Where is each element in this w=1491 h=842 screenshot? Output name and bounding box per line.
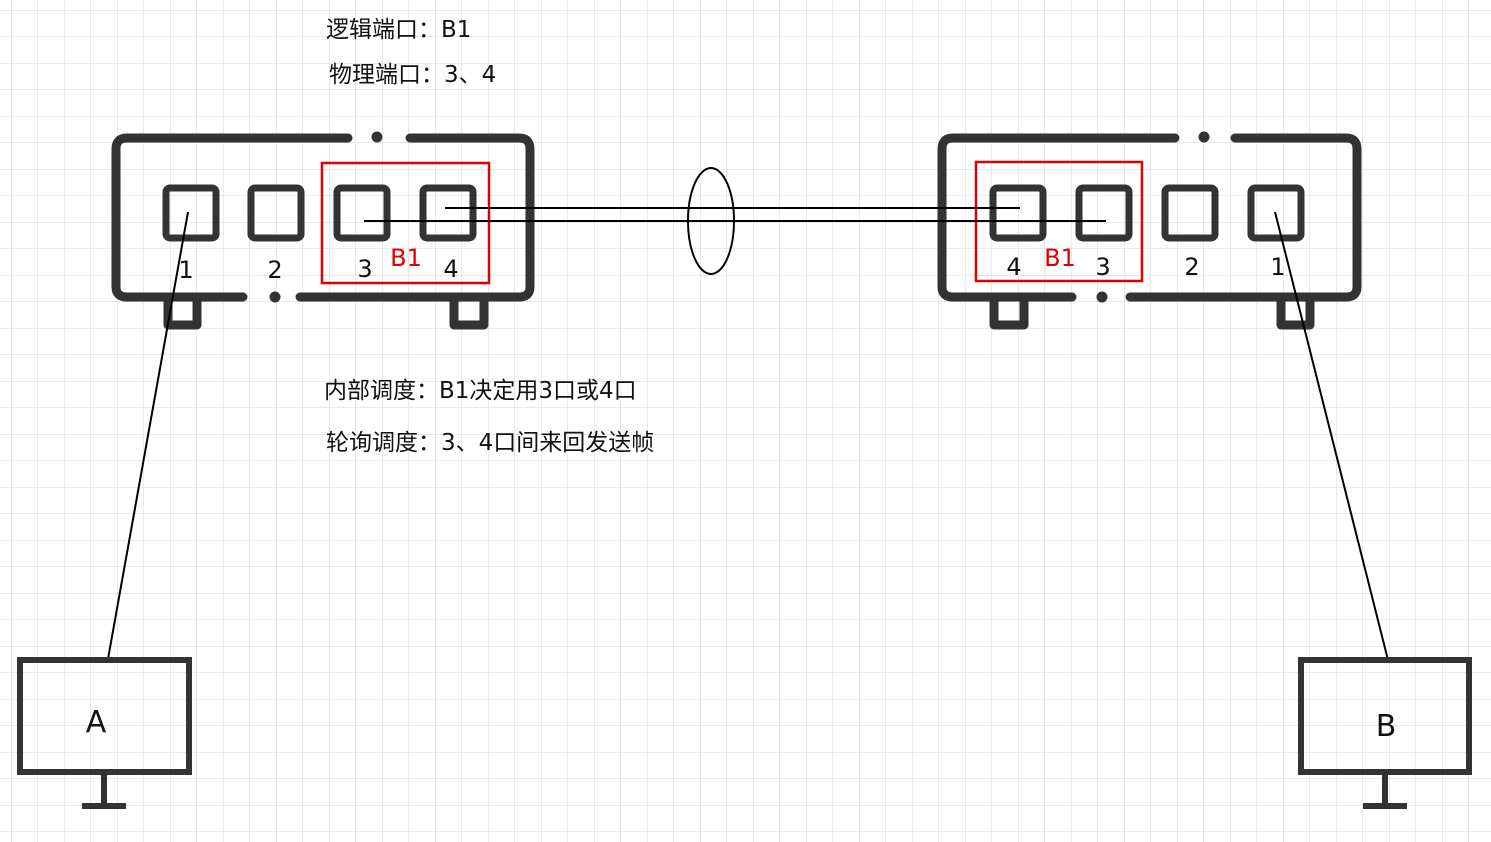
port-label: 3	[1095, 253, 1110, 281]
host-label: A	[86, 705, 107, 740]
cable-host-a	[107, 211, 189, 660]
monitor-icon	[17, 657, 192, 809]
port-1-socket[interactable]	[1247, 184, 1305, 242]
polling-scheduling-note: 轮询调度：3、4口间来回发送帧	[326, 430, 654, 456]
bundle-label: B1	[390, 244, 422, 272]
port-2-socket[interactable]	[1161, 184, 1219, 242]
port-label: 1	[1270, 253, 1285, 281]
host-a: A	[17, 657, 192, 809]
bundle-label: B1	[1044, 244, 1076, 272]
port-label: 2	[267, 256, 282, 284]
left-switch: 1 2 3 4 B1	[111, 131, 535, 330]
led-dot-bottom	[269, 291, 281, 303]
led-dot-bottom	[1096, 291, 1108, 303]
cable-host-b	[1274, 211, 1389, 661]
aggregation-ellipse-icon	[687, 167, 735, 275]
port-2-socket[interactable]	[247, 184, 305, 242]
right-switch: 4 3 2 1 B1	[937, 131, 1362, 330]
port-1-socket[interactable]	[162, 184, 220, 242]
port-3-socket[interactable]	[1075, 184, 1133, 242]
host-label: B	[1376, 709, 1397, 744]
internal-scheduling-note: 内部调度：B1决定用3口或4口	[324, 378, 637, 404]
switch-icon	[111, 133, 535, 330]
port-label: 3	[357, 255, 372, 283]
monitor-icon	[1298, 657, 1472, 809]
physical-ports-note: 物理端口：3、4	[329, 62, 496, 88]
port-label: 4	[443, 255, 458, 283]
switch-icon	[937, 133, 1362, 330]
port-label: 2	[1184, 253, 1199, 281]
port-label: 1	[178, 256, 193, 284]
port-3-socket[interactable]	[333, 184, 391, 242]
port-label: 4	[1006, 253, 1021, 281]
logical-port-note: 逻辑端口：B1	[326, 17, 471, 43]
led-dot-top	[1198, 131, 1210, 143]
host-b: B	[1298, 657, 1472, 809]
b1-bundle-highlight	[320, 161, 491, 285]
led-dot-top	[371, 131, 383, 143]
port-4-socket[interactable]	[419, 184, 477, 242]
port-4-socket[interactable]	[989, 184, 1047, 242]
